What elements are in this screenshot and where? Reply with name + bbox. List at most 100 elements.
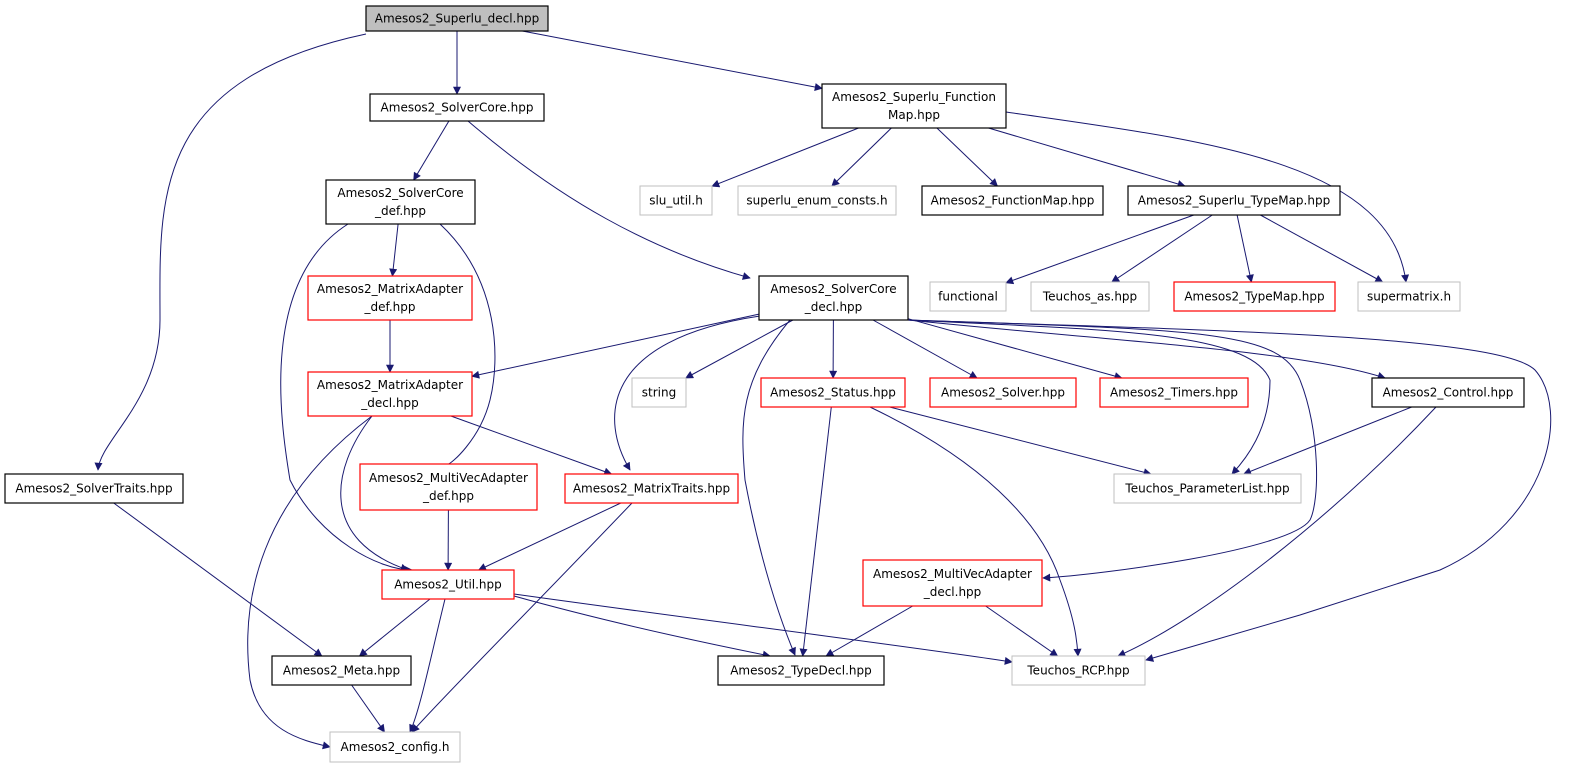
node-box [381, 569, 515, 600]
node-multivecadapter_decl[interactable]: Amesos2_MultiVecAdapter_decl.hpp [862, 559, 1043, 607]
node-slu_util: slu_util.h [639, 185, 713, 216]
node-meta[interactable]: Amesos2_Meta.hpp [271, 655, 412, 686]
edge-control-to-teuchos_rcp [1117, 406, 1437, 657]
edge-matrixadapter_decl-to-util [340, 415, 409, 572]
edge-superlu_functionmap-to-supermatrix [1005, 111, 1410, 283]
edge-util-to-teuchos_rcp [513, 593, 1013, 665]
nodes-layer: Amesos2_Superlu_decl.hppAmesos2_SolverCo… [4, 5, 1525, 763]
node-box [4, 473, 184, 504]
node-box [717, 655, 885, 686]
edge-util-to-config [409, 598, 446, 733]
node-label: _decl.hpp [804, 300, 863, 314]
node-box [307, 275, 473, 321]
edge-solvercore_decl-to-matrixtraits [614, 315, 761, 471]
edge-solvertraits-to-meta [113, 502, 323, 657]
node-label: Amesos2_TypeDecl.hpp [730, 664, 872, 678]
edge-solvercore_decl-to-string [685, 319, 794, 379]
node-box [1371, 377, 1525, 408]
edge-superlu_typemap-to-functional [1005, 214, 1194, 285]
node-solvercore_def[interactable]: Amesos2_SolverCore_def.hpp [325, 179, 476, 225]
edge-matrixadapter_decl-to-config [247, 415, 373, 750]
node-box [1011, 655, 1146, 686]
node-superlu_typemap[interactable]: Amesos2_Superlu_TypeMap.hpp [1127, 185, 1341, 216]
node-label: Amesos2_MultiVecAdapter [369, 471, 528, 485]
node-box [369, 93, 545, 122]
node-typemap[interactable]: Amesos2_TypeMap.hpp [1173, 281, 1336, 312]
node-box [329, 731, 461, 763]
edge-solvercore_decl-to-matrixadapter_decl [471, 313, 760, 379]
edge-solvercore-to-solvercore_def [413, 120, 450, 181]
node-box [325, 179, 476, 225]
node-util[interactable]: Amesos2_Util.hpp [381, 569, 515, 600]
node-solvercore_decl[interactable]: Amesos2_SolverCore_decl.hpp [758, 275, 909, 321]
node-superlu_functionmap[interactable]: Amesos2_Superlu_FunctionMap.hpp [821, 83, 1007, 129]
edge-solvercore_def-to-matrixadapter_def [389, 223, 399, 277]
edge-superlu_functionmap-to-functionmap [936, 127, 998, 187]
edge-root-to-solvertraits [94, 33, 367, 471]
edge-matrixtraits-to-util [477, 502, 622, 571]
edge-superlu_functionmap-to-slu_util [711, 127, 859, 188]
node-solvertraits[interactable]: Amesos2_SolverTraits.hpp [4, 473, 184, 504]
node-box [760, 377, 906, 408]
node-box [737, 185, 897, 216]
node-matrixtraits[interactable]: Amesos2_MatrixTraits.hpp [564, 473, 739, 504]
node-multivecadapter_def[interactable]: Amesos2_MultiVecAdapter_def.hpp [359, 463, 538, 511]
node-label: Amesos2_Superlu_decl.hpp [375, 12, 539, 26]
node-label: Teuchos_as.hpp [1042, 290, 1137, 304]
node-functional: functional [929, 281, 1007, 312]
node-label: Teuchos_ParameterList.hpp [1124, 482, 1289, 496]
node-matrixadapter_def[interactable]: Amesos2_MatrixAdapter_def.hpp [307, 275, 473, 321]
node-box [365, 5, 549, 32]
node-label: Amesos2_SolverCore.hpp [381, 101, 534, 115]
node-timers[interactable]: Amesos2_Timers.hpp [1099, 377, 1249, 408]
node-supermatrix: supermatrix.h [1357, 281, 1461, 312]
node-label: string [642, 386, 676, 400]
edge-meta-to-config [351, 684, 385, 733]
node-box [307, 371, 473, 417]
node-label: Amesos2_Control.hpp [1383, 386, 1514, 400]
node-label: _decl.hpp [923, 585, 982, 599]
node-label: Amesos2_Util.hpp [394, 578, 502, 592]
node-solver[interactable]: Amesos2_Solver.hpp [929, 377, 1077, 408]
node-label: Amesos2_SolverTraits.hpp [15, 482, 172, 496]
node-box [921, 185, 1104, 216]
node-box [1173, 281, 1336, 312]
node-label: functional [938, 290, 998, 304]
node-status[interactable]: Amesos2_Status.hpp [760, 377, 906, 408]
edge-superlu_typemap-to-supermatrix [1260, 214, 1384, 283]
node-label: Amesos2_config.h [341, 740, 450, 754]
node-label: superlu_enum_consts.h [746, 194, 887, 208]
node-label: Amesos2_MatrixTraits.hpp [573, 482, 730, 496]
node-label: Teuchos_RCP.hpp [1026, 664, 1129, 678]
node-box [564, 473, 739, 504]
node-label: _decl.hpp [360, 396, 419, 410]
edge-multivecadapter_decl-to-teuchos_rcp [985, 605, 1059, 657]
edge-status-to-typedecl [799, 406, 832, 657]
node-parameterlist: Teuchos_ParameterList.hpp [1113, 473, 1302, 504]
node-config: Amesos2_config.h [329, 731, 461, 763]
node-solvercore[interactable]: Amesos2_SolverCore.hpp [369, 93, 545, 122]
edge-matrixtraits-to-config [411, 502, 633, 733]
node-label: Amesos2_MatrixAdapter [317, 378, 463, 392]
node-root[interactable]: Amesos2_Superlu_decl.hpp [365, 5, 549, 32]
edge-solvercore_decl-to-solver [872, 319, 978, 379]
node-typedecl[interactable]: Amesos2_TypeDecl.hpp [717, 655, 885, 686]
edge-multivecadapter_decl-to-typedecl [825, 605, 913, 657]
node-box [271, 655, 412, 686]
node-label: Amesos2_MatrixAdapter [317, 282, 463, 296]
edge-util-to-typedecl [513, 595, 771, 659]
node-control[interactable]: Amesos2_Control.hpp [1371, 377, 1525, 408]
node-functionmap[interactable]: Amesos2_FunctionMap.hpp [921, 185, 1104, 216]
node-label: Amesos2_Status.hpp [770, 386, 896, 400]
edge-solvercore_decl-to-control [907, 319, 1386, 380]
edge-superlu_functionmap-to-superlu_enum_consts [831, 127, 892, 187]
edge-control-to-parameterlist [1243, 406, 1412, 476]
node-teuchos_rcp: Teuchos_RCP.hpp [1011, 655, 1146, 686]
node-label: Amesos2_TypeMap.hpp [1184, 290, 1324, 304]
edge-status-to-parameterlist [889, 406, 1152, 477]
node-matrixadapter_decl[interactable]: Amesos2_MatrixAdapter _decl.hpp [307, 371, 473, 417]
node-box [1030, 281, 1150, 312]
node-box [821, 83, 1007, 129]
node-box [1113, 473, 1302, 504]
